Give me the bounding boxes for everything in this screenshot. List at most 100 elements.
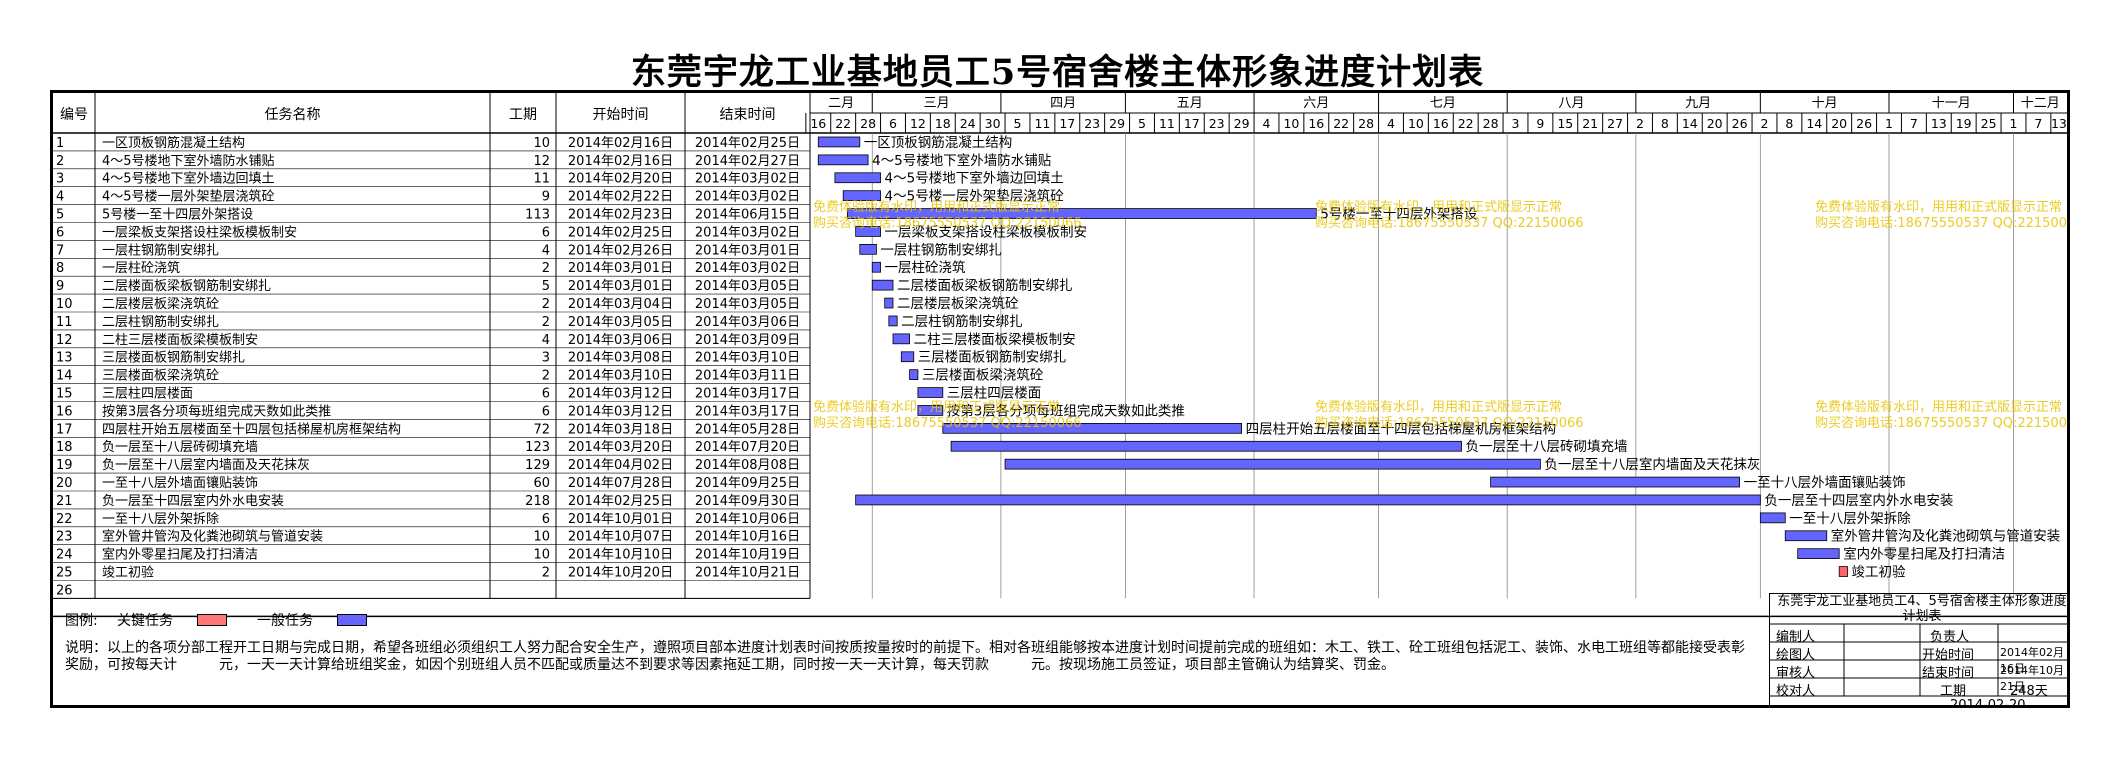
- legend-normal-label: 一般任务: [257, 613, 313, 629]
- gantt-bar-label: 一至十八层外墙面镶贴装饰: [1744, 474, 1906, 491]
- signature-end-value: 2014年10月21日: [2000, 664, 2064, 693]
- gantt-bar-label: 负一层至十八层室内墙面及天花抹灰: [1544, 456, 1760, 473]
- signature-responsible: 负责人: [1930, 630, 1970, 645]
- task-id: 23: [56, 530, 73, 545]
- month-label: 五月: [1177, 96, 1203, 111]
- tick-label: 5: [1138, 116, 1146, 131]
- signature-duration-value: 248天: [2010, 684, 2048, 699]
- task-end: 2014年03月09日: [695, 333, 800, 348]
- gantt-bar-label: 4～5号楼地下室外墙防水铺贴: [872, 152, 1051, 169]
- task-name: 一至十八层外架拆除: [102, 512, 219, 527]
- task-duration: 2: [542, 261, 550, 276]
- tick-label: 8: [1785, 116, 1793, 131]
- tick-label: 4: [1387, 116, 1395, 131]
- task-start: 2014年02月25日: [568, 494, 673, 509]
- gantt-bar-label: 三层楼面板梁浇筑砼: [922, 368, 1044, 384]
- task-start: 2014年03月10日: [568, 369, 673, 384]
- month-label: 八月: [1559, 96, 1585, 111]
- tick-label: 27: [1607, 116, 1623, 131]
- task-id: 26: [56, 583, 73, 598]
- signature-grid: [1770, 623, 2067, 697]
- task-name: 负一层至十四层室内外水电安装: [102, 493, 284, 509]
- task-name: 一层柱砼浇筑: [102, 260, 180, 276]
- task-duration: 218: [525, 494, 550, 509]
- task-id: 7: [56, 243, 64, 258]
- signature-date: 2014-02-20: [1950, 698, 2026, 708]
- gantt-bar: [1759, 512, 1786, 524]
- page-title: 东莞宇龙工业基地员工5号宿舍楼主体形象进度计划表: [630, 52, 1485, 93]
- task-name: 室外管井管沟及化粪池砌筑与管道安装: [102, 529, 323, 545]
- task-end: 2014年03月05日: [695, 297, 800, 312]
- tick-label: 11: [1034, 116, 1050, 131]
- gantt-bar-label: 三层柱四层楼面: [947, 386, 1042, 402]
- tick-label: 14: [1806, 116, 1822, 131]
- tick-label: 21: [1582, 116, 1598, 131]
- task-end: 2014年09月30日: [695, 494, 800, 509]
- task-end: 2014年03月02日: [695, 261, 800, 276]
- gantt-frame: 编号任务名称工期开始时间结束时间二月三月四月五月六月七月八月九月十月十一月十二月…: [50, 90, 2070, 708]
- tick-label: 7: [1910, 116, 1918, 131]
- watermark-line2: 购买咨询电话:18675550537 QQ:22150066: [1315, 415, 1584, 431]
- gantt-bar: [1797, 548, 1840, 560]
- gantt-bar: [817, 154, 869, 166]
- task-id: 19: [56, 458, 73, 473]
- task-id: 24: [56, 548, 73, 563]
- task-name: 一区顶板钢筋混凝土结构: [102, 135, 245, 151]
- tick-label: 4: [1263, 116, 1271, 131]
- tick-label: 1: [2010, 116, 2018, 131]
- gantt-bar: [888, 315, 898, 327]
- task-end: 2014年03月10日: [695, 351, 800, 366]
- gantt-bar: [855, 494, 1761, 506]
- gantt-bar: [909, 369, 919, 381]
- gantt-bar-label: 一至十八层外架拆除: [1789, 511, 1911, 527]
- month-label: 十二月: [2021, 96, 2060, 111]
- gantt-bar-label: 负一层至十八层砖砌填充墙: [1466, 439, 1628, 455]
- task-end: 2014年03月11日: [695, 369, 800, 384]
- task-end: 2014年05月28日: [695, 422, 800, 437]
- signature-project: 东莞宇龙工业基地员工4、5号宿舍楼主体形象进度计划表: [1777, 594, 2067, 624]
- task-duration: 10: [533, 530, 550, 545]
- task-end: 2014年02月25日: [695, 136, 800, 151]
- gantt-bar-label: 5号楼一至十四层外架搭设: [1320, 207, 1477, 223]
- task-start: 2014年03月20日: [568, 440, 673, 455]
- task-end: 2014年07月20日: [695, 440, 800, 455]
- task-end: 2014年10月21日: [695, 566, 800, 581]
- task-id: 4: [56, 190, 64, 205]
- note-text: 说明：以上的各项分部工程开工日期与完成日期，希望各班组必须组织工人努力配合安全生…: [65, 640, 1745, 673]
- tick-label: 30: [985, 116, 1001, 131]
- task-id: 25: [56, 566, 73, 581]
- gantt-bar: [1838, 566, 1848, 577]
- task-end: 2014年09月25日: [695, 476, 800, 491]
- gantt-bar: [917, 387, 944, 398]
- task-duration: 113: [525, 208, 550, 223]
- legend-label: 图例:: [65, 613, 98, 629]
- task-name: 三层楼面板梁浇筑砼: [102, 368, 219, 384]
- gantt-bar: [917, 405, 944, 416]
- task-id: 18: [56, 440, 73, 455]
- task-start: 2014年03月12日: [568, 404, 673, 419]
- watermark-line2: 购买咨询电话:18675550537 QQ:22150066: [813, 415, 1082, 431]
- month-label: 七月: [1430, 96, 1456, 111]
- task-duration: 10: [533, 136, 550, 151]
- task-id: 2: [56, 154, 64, 169]
- column-header-start: 开始时间: [593, 107, 649, 123]
- task-id: 14: [56, 369, 73, 384]
- tick-label: 17: [1059, 116, 1075, 131]
- task-name: 二层楼面板梁板钢筋制安绑扎: [102, 278, 271, 294]
- task-id: 21: [56, 494, 73, 509]
- gantt-bar: [834, 172, 881, 184]
- tick-label: 22: [835, 116, 851, 131]
- tick-label: 6: [889, 116, 897, 131]
- signature-reviewer: 审核人: [1776, 666, 1816, 681]
- task-start: 2014年02月23日: [568, 208, 673, 223]
- gantt-bar: [950, 440, 1462, 452]
- tick-label: 2: [1636, 116, 1644, 131]
- tick-label: 29: [1109, 116, 1125, 131]
- task-name: 4～5号楼地下室外墙边回填土: [102, 171, 275, 187]
- gantt-bar-label: 4～5号楼一层外架垫层浇筑砼: [885, 189, 1065, 205]
- watermark-line1: 免费体验版有水印，用用和正式版显示正常: [1815, 199, 2062, 215]
- tick-label: 13: [2051, 116, 2067, 131]
- task-start: 2014年03月08日: [568, 351, 673, 366]
- task-name: 二层楼层板梁浇筑砼: [102, 296, 219, 312]
- column-header-id: 编号: [60, 107, 88, 123]
